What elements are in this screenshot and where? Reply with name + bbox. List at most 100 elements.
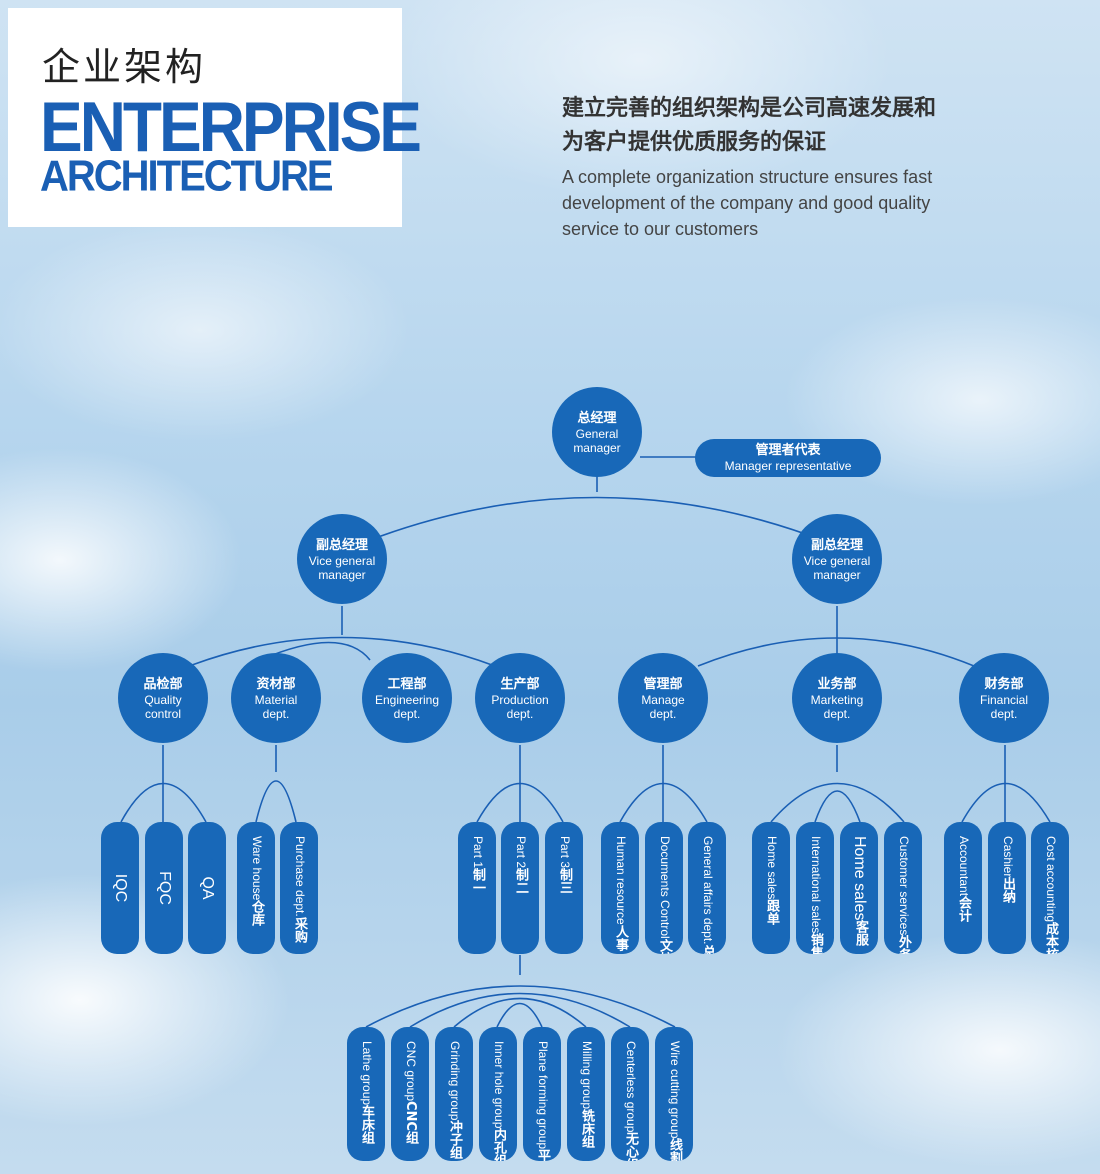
gm-en1: General <box>575 426 619 441</box>
slogan-en-line1: A complete organization structure ensure… <box>562 167 933 187</box>
unit-general-affairs: 总务General affairs dept. <box>688 822 726 954</box>
unit-qa: QA <box>188 822 226 954</box>
unit-en: Customer services <box>897 836 911 936</box>
group-cn: CNC组 <box>403 1101 418 1144</box>
slogan-en-line3: service to our customers <box>562 219 759 239</box>
group-cn: 铣床组 <box>579 1109 594 1149</box>
vgm-right-en1: Vice general <box>803 553 871 568</box>
title-panel <box>8 8 402 227</box>
unit-documents-control: 文控中心Documents Control <box>645 822 683 954</box>
arc-mkt-outer <box>770 782 905 823</box>
slogan-en: A complete organization structure ensure… <box>562 164 932 242</box>
unit-en: Part 3 <box>558 836 572 869</box>
dept-cn: 财务部 <box>984 676 1024 692</box>
group-en: Inner hole group <box>492 1041 506 1129</box>
unit-en: Home sales <box>851 836 868 921</box>
node-vice-gm-right: 副总经理 Vice general manager <box>792 514 882 604</box>
group-cn: 平面组 <box>534 1149 550 1161</box>
unit-cn: 成本核算 <box>1043 922 1058 954</box>
node-manager-representative: 管理者代表 Manager representative <box>695 439 881 477</box>
arc-vgm-right-depts <box>697 637 975 667</box>
vgm-left-en1: Vice general <box>308 553 376 568</box>
arc-groups-inner <box>496 1002 543 1028</box>
arc-fin <box>961 782 1051 823</box>
unit-en: Part 2 <box>514 836 528 869</box>
rep-cn: 管理者代表 <box>755 443 821 458</box>
node-dept-manage: 管理部 Manage dept. <box>618 653 708 743</box>
dept-cn: 资材部 <box>256 676 296 692</box>
arc-vgm-left-depts <box>191 636 493 666</box>
vgm-right-en2: manager <box>813 567 861 582</box>
unit-en: FQC <box>156 871 173 905</box>
group-cn: 无心组 <box>623 1132 638 1161</box>
unit-en: Purchase dept. <box>293 836 307 917</box>
node-dept-marketing: 业务部 Marketing dept. <box>792 653 882 743</box>
dept-cn: 工程部 <box>387 676 427 692</box>
arc-mkt-inner <box>814 790 861 823</box>
unit-en: Human resource <box>614 836 628 925</box>
dept-en2: control <box>144 706 182 721</box>
vgm-right-cn: 副总经理 <box>810 537 863 553</box>
unit-en: Cashier <box>1001 836 1015 878</box>
unit-cn: 出纳 <box>1000 877 1015 904</box>
unit-en: Home sales <box>765 836 779 900</box>
dept-cn: 生产部 <box>500 676 540 692</box>
dept-en2: dept. <box>990 706 1018 721</box>
unit-en: General affairs dept. <box>701 836 715 945</box>
group-cn: 内孔组 <box>491 1128 506 1161</box>
node-general-manager: 总经理 General manager <box>552 387 642 477</box>
arc-mat <box>255 780 297 823</box>
unit-cn: 仓库 <box>249 900 264 927</box>
dept-en2: dept. <box>823 706 851 721</box>
unit-cn: 文控中心 <box>656 939 672 954</box>
arc-qc <box>120 782 207 823</box>
group-cn: 线割组 <box>667 1138 682 1161</box>
dept-en2: dept. <box>262 706 290 721</box>
slogan-en-line2: development of the company and good qual… <box>562 193 931 213</box>
group-en: Plane forming group <box>536 1041 550 1150</box>
page-title-en-line1: ENTERPRISE <box>40 87 422 167</box>
arc-groups-2 <box>409 992 631 1028</box>
rep-en: Manager representative <box>724 459 852 473</box>
dept-en1: Engineering <box>374 692 440 707</box>
unit-cn: 跟单 <box>764 899 779 926</box>
unit-en: Cost accounting <box>1044 836 1058 923</box>
unit-fqc: FQC <box>145 822 183 954</box>
node-vice-gm-left: 副总经理 Vice general manager <box>297 514 387 604</box>
dept-cn: 品检部 <box>143 676 183 692</box>
unit-en: IQC <box>112 873 129 903</box>
node-dept-financial: 财务部 Financial dept. <box>959 653 1049 743</box>
group-en: Wire cutting group <box>668 1041 682 1139</box>
unit-en: Accountant <box>957 836 971 897</box>
dept-en1: Material <box>254 692 298 707</box>
dept-en1: Marketing <box>810 692 864 707</box>
unit-iqc: IQC <box>101 822 139 954</box>
page-title-en-line2: ARCHITECTURE <box>40 152 334 201</box>
group-en: Grinding group <box>448 1041 462 1121</box>
dept-en1: Quality <box>144 692 182 707</box>
group-en: CNC group <box>404 1041 418 1102</box>
arc-groups-3 <box>453 997 587 1028</box>
dept-en1: Manage <box>641 692 685 707</box>
slogan-cn-line2: 为客户提供优质服务的保证 <box>562 130 827 155</box>
dept-en2: dept. <box>649 706 677 721</box>
unit-cn: 外务 <box>896 935 911 954</box>
unit-cn: 会计 <box>956 896 971 923</box>
unit-en: Documents Control <box>658 836 672 939</box>
